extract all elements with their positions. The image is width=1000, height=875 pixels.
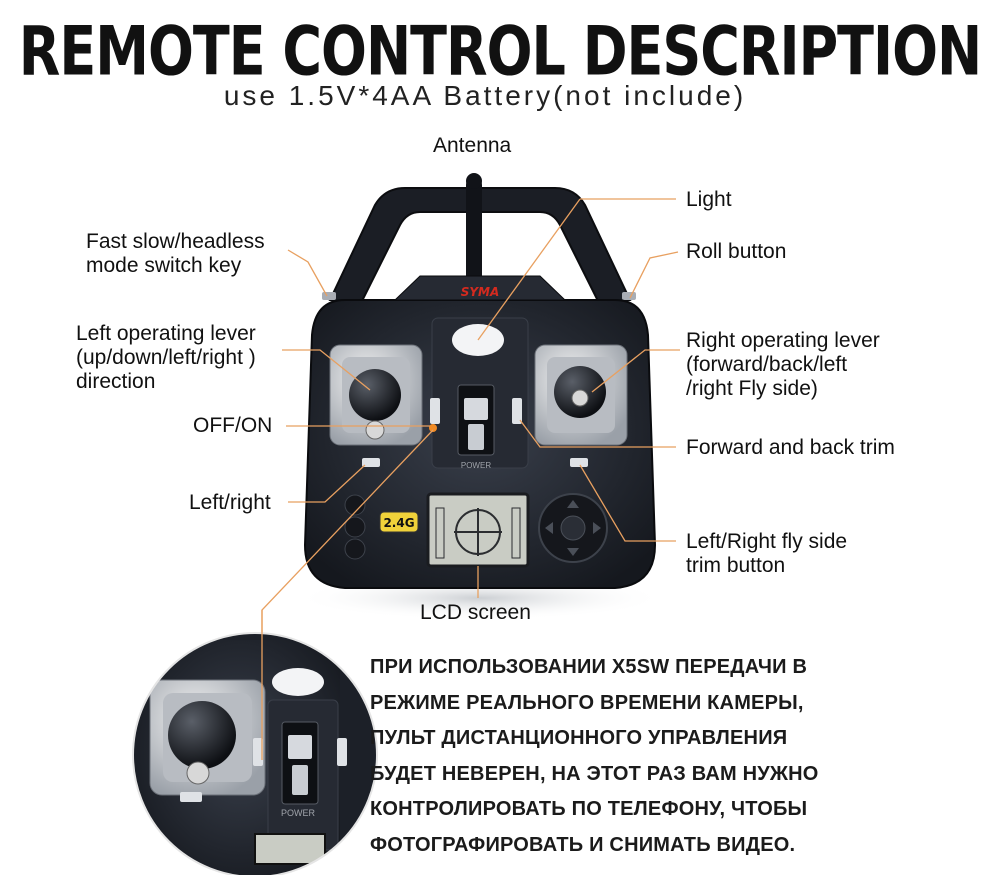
leader-mode	[287, 249, 328, 297]
page-title: REMOTE CONTROL DESCRIPTION	[18, 12, 982, 91]
forward-back-trim[interactable]	[512, 398, 522, 424]
label-fb-trim: Forward and back trim	[686, 436, 895, 459]
leader-roll	[629, 251, 679, 299]
leader-fb-trim	[519, 419, 676, 448]
page-subtitle: use 1.5V*4AA Battery(not include)	[223, 80, 747, 111]
russian-note: ПРИ ИСПОЛЬЗОВАНИИ X5SW ПЕРЕДАЧИ В РЕЖИМЕ…	[370, 650, 930, 863]
label-antenna: Antenna	[433, 134, 512, 157]
side-button-2[interactable]	[344, 516, 366, 538]
note-line: ПРИ ИСПОЛЬЗОВАНИИ X5SW ПЕРЕДАЧИ В	[370, 656, 808, 678]
label-roll-button: Roll button	[686, 240, 787, 263]
note-line: РЕЖИМЕ РЕАЛЬНОГО ВРЕМЕНИ КАМЕРЫ,	[370, 691, 804, 714]
left-right-trim[interactable]	[362, 458, 380, 467]
right-trim-slider[interactable]	[570, 458, 588, 467]
note-line: ПУЛЬТ ДИСТАНЦИОННОГО УПРАВЛЕНИЯ	[370, 727, 788, 749]
note-line: КОНТРОЛИРОВАТЬ ПО ТЕЛЕФОНУ, ЧТОБЫ	[370, 798, 808, 820]
leader-right-lever	[591, 349, 680, 393]
power-label: POWER	[461, 461, 491, 470]
side-button-3[interactable]	[344, 538, 366, 560]
mode-switch-key[interactable]	[322, 292, 336, 300]
label-light: Light	[686, 188, 732, 211]
label-left-right: Left/right	[189, 491, 271, 514]
label-mode-switch: Fast slow/headless mode switch key	[86, 230, 265, 277]
power-led	[429, 424, 437, 432]
power-switch[interactable]	[464, 398, 488, 420]
label-lr-trim: Left/Right fly side trim button	[686, 530, 848, 577]
zoom-detail: POWER	[133, 633, 377, 875]
label-off-on: OFF/ON	[193, 414, 273, 437]
antenna	[466, 178, 482, 293]
leader-lr-trim	[579, 464, 676, 542]
roll-button[interactable]	[622, 292, 636, 300]
brand-logo: SYMA	[461, 285, 500, 299]
label-lcd: LCD screen	[420, 601, 531, 624]
left-stick[interactable]	[349, 369, 401, 421]
side-button-1[interactable]	[344, 494, 366, 516]
zoom-power-label: POWER	[281, 808, 316, 818]
label-left-lever: Left operating lever (up/down/left/right…	[76, 322, 256, 393]
leader-left-lever	[282, 349, 371, 391]
note-line: ФОТОГРАФИРОВАТЬ И СНИМАТЬ ВИДЕО.	[370, 833, 796, 856]
leader-left-right	[288, 464, 366, 503]
note-line: БУДЕТ НЕВЕРЕН, НА ЭТОТ РАЗ ВАМ НУЖНО	[370, 762, 819, 785]
left-trim-slider[interactable]	[430, 398, 440, 424]
label-right-lever: Right operating lever (forward/back/left…	[686, 329, 880, 400]
frequency-badge: 2.4G	[383, 516, 414, 530]
